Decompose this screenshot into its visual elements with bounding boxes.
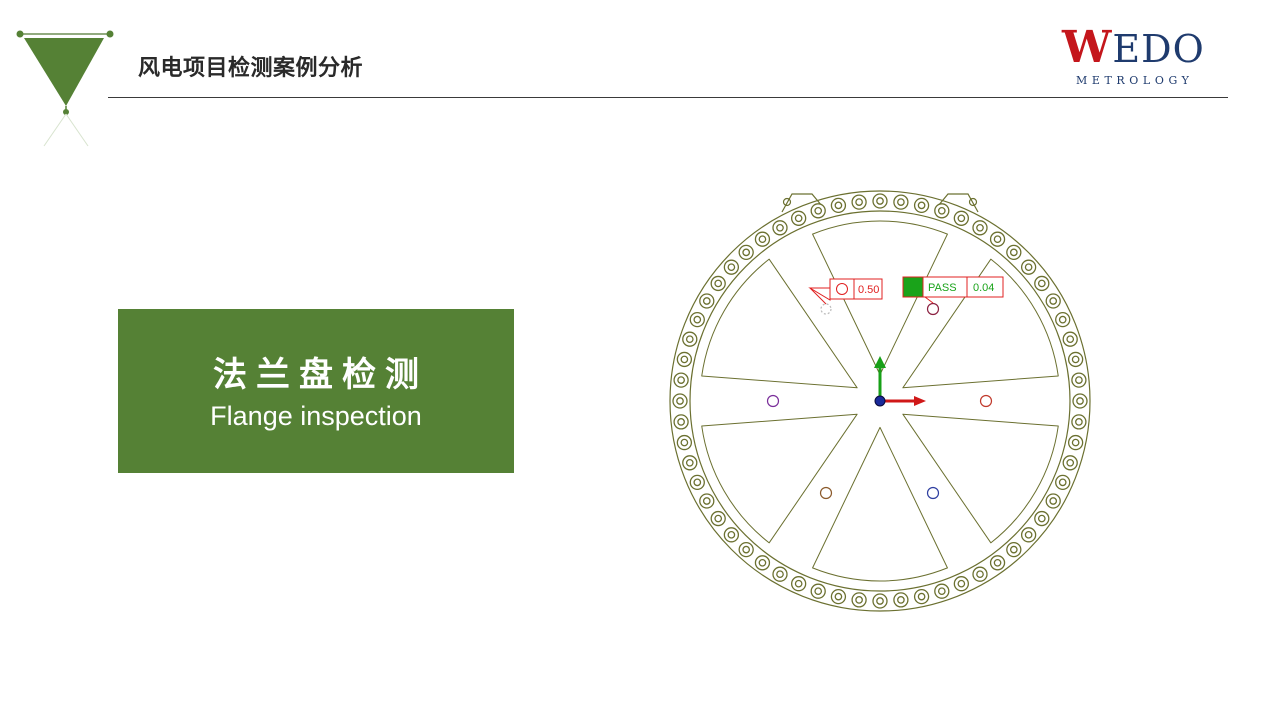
spoke-windows [701, 220, 1059, 582]
card-title-chinese: 法兰盘检测 [213, 355, 428, 395]
bolt-hole [1071, 372, 1087, 388]
header-divider [108, 97, 1228, 98]
reference-hole [819, 486, 833, 500]
tolerance-value-right: 0.04 [973, 282, 994, 294]
bolt-hole [699, 293, 715, 309]
bolt-hole [872, 593, 888, 609]
reference-hole [766, 394, 780, 408]
bolt-hole [893, 194, 909, 210]
bolt-hole [989, 231, 1006, 247]
bolt-hole [810, 583, 826, 599]
logo-letter-w: W [1062, 22, 1113, 73]
bolt-hole [710, 275, 726, 292]
bolt-hole [723, 259, 740, 275]
bolt-hole [791, 210, 807, 226]
bolt-hole [851, 592, 867, 608]
coordinate-axes-icon [874, 356, 926, 407]
logo-letters-edo: EDO [1112, 27, 1205, 71]
bolt-hole [810, 203, 826, 219]
bolt-hole [972, 566, 988, 582]
bolt-hole [1034, 275, 1050, 292]
bolt-hole [953, 576, 969, 592]
logo-tagline: METROLOGY [1076, 74, 1194, 87]
bolt-hole [934, 203, 950, 219]
bolt-hole [972, 220, 988, 236]
page-title: 风电项目检测案例分析 [138, 56, 364, 81]
bolt-hole [772, 220, 788, 236]
bolt-hole [791, 576, 807, 592]
bolt-hole [1062, 455, 1078, 471]
bolt-hole [672, 393, 688, 409]
section-title-card: 法兰盘检测 Flange inspection [118, 309, 514, 473]
bolt-hole [1045, 493, 1061, 509]
bolt-hole [1034, 510, 1050, 527]
bolt-hole [676, 434, 693, 451]
bolt-hole [830, 197, 847, 214]
bolt-hole [872, 193, 888, 209]
spoke-window [902, 413, 1059, 544]
bolt-hole [830, 588, 847, 605]
wedo-metrology-logo: WEDO METROLOGY [1062, 22, 1222, 92]
tolerance-callout-right: PASS 0.04 [902, 276, 1004, 304]
flange-outline [669, 190, 1091, 612]
bolt-hole [710, 510, 726, 527]
bolt-hole [913, 588, 930, 605]
bolt-hole [754, 555, 771, 571]
bolt-hole [682, 455, 698, 471]
bolt-hole [772, 566, 788, 582]
logo-wordmark: WEDO [1062, 22, 1205, 75]
bolt-hole [913, 197, 930, 214]
bolt-hole [1055, 312, 1071, 328]
bolt-hole [676, 351, 693, 368]
corner-triangle-emblem [16, 30, 114, 147]
bolt-hole [689, 474, 705, 490]
reference-hole [926, 302, 940, 316]
tolerance-callout-left: 0.50 [808, 278, 883, 305]
bolt-hole [989, 555, 1006, 571]
bolt-hole [1006, 244, 1022, 261]
spoke-window [902, 258, 1059, 389]
bolt-hole [1067, 434, 1084, 451]
bolt-hole [754, 231, 771, 247]
bolt-hole [1045, 293, 1061, 309]
spoke-window [812, 426, 948, 582]
bolt-hole [673, 414, 689, 430]
bolt-hole [1055, 474, 1071, 490]
spoke-window [701, 258, 858, 389]
bolt-hole [723, 527, 740, 543]
bolt-hole [738, 244, 754, 261]
spoke-window [701, 413, 858, 544]
reference-hole [926, 486, 940, 500]
flange-cad-drawing: 0.50 PASS 0.04 [669, 190, 1091, 612]
bolt-hole [1067, 351, 1084, 368]
card-title-english: Flange inspection [210, 401, 422, 431]
bolt-hole [1020, 259, 1037, 275]
bolt-hole [934, 583, 950, 599]
bolt-hole-ring [672, 193, 1088, 609]
reference-hole [979, 394, 993, 408]
bolt-hole [1006, 541, 1022, 558]
bolt-hole [953, 210, 969, 226]
bolt-hole [1062, 331, 1078, 347]
bolt-hole [1020, 527, 1037, 543]
bolt-hole [673, 372, 689, 388]
bolt-hole [738, 541, 754, 558]
bolt-hole [1071, 414, 1087, 430]
bolt-hole [893, 592, 909, 608]
pass-status-label: PASS [928, 282, 957, 294]
tolerance-value-left: 0.50 [858, 284, 879, 296]
bolt-hole [1072, 393, 1088, 409]
spoke-window [812, 220, 948, 376]
bolt-hole [851, 194, 867, 210]
bolt-hole [682, 331, 698, 347]
reference-holes [766, 302, 993, 500]
bolt-hole [689, 312, 705, 328]
reference-hole [820, 303, 832, 315]
position-symbol-icon [836, 283, 848, 295]
bolt-hole [699, 493, 715, 509]
